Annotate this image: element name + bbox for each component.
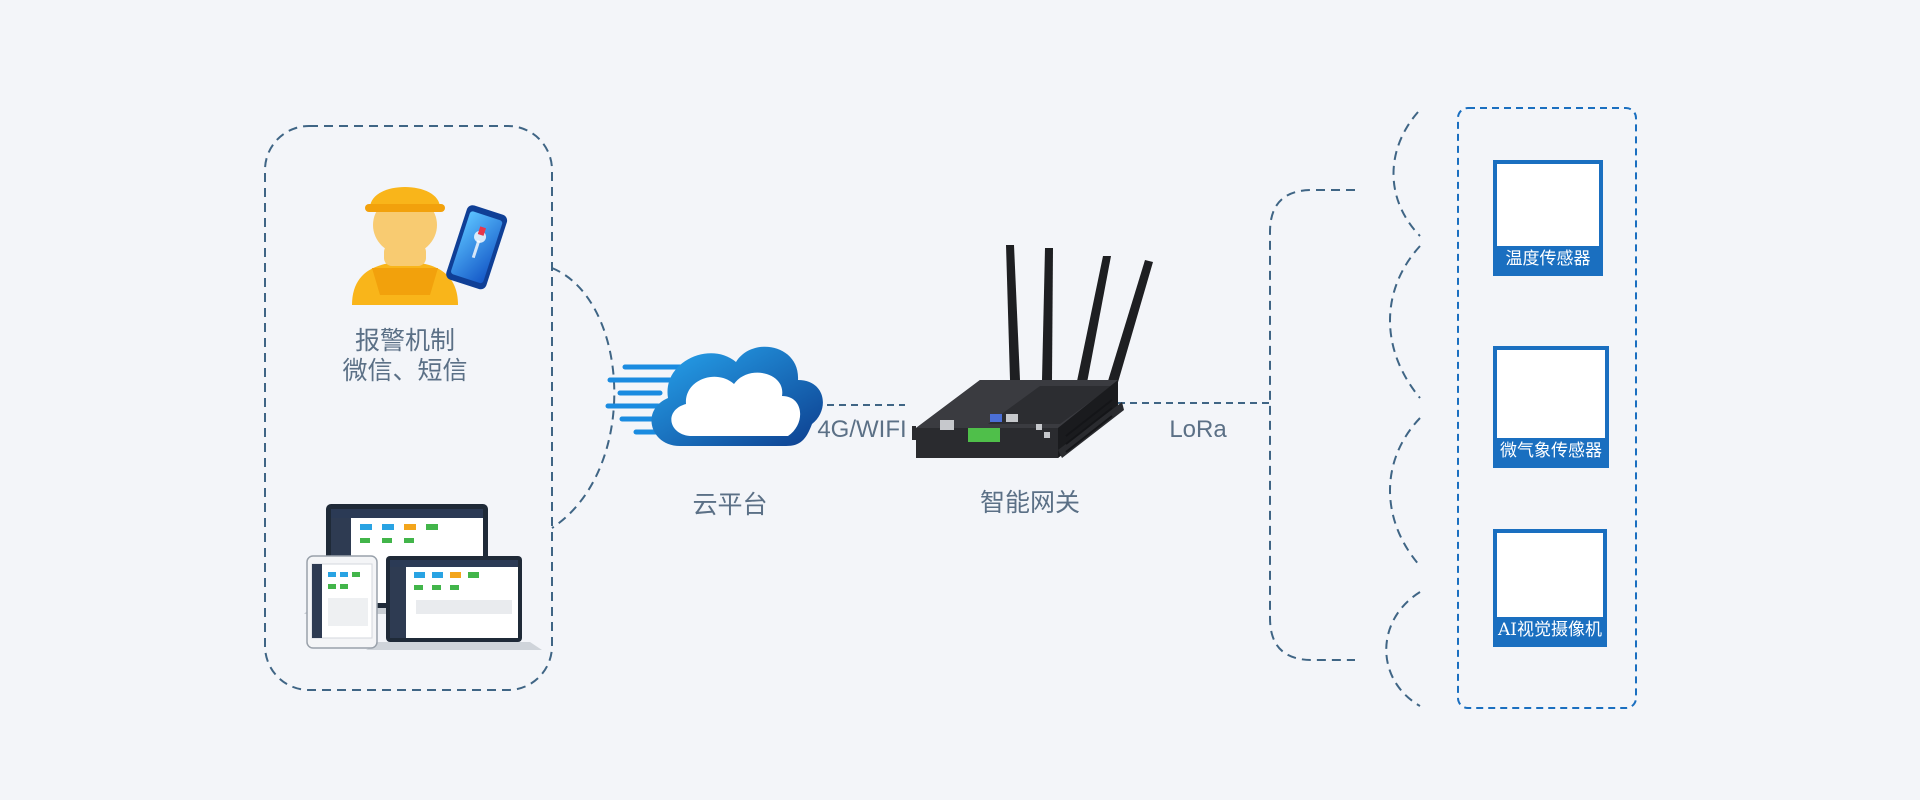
sensor-label-camera: AI视觉摄像机	[1497, 617, 1603, 643]
client-cloud-connector	[551, 267, 616, 529]
monitoring-devices-icon	[304, 504, 542, 650]
lan-link-label: LoRa	[1169, 416, 1227, 443]
sensor-arcs	[1385, 111, 1421, 707]
sensor-card-temperature: 温度传感器	[1493, 160, 1603, 276]
sensor-label-temperature: 温度传感器	[1497, 246, 1599, 272]
lora-bracket	[1269, 189, 1355, 661]
sensor-label-weather: 微气象传感器	[1497, 438, 1605, 464]
wan-link-label: 4G/WIFI	[817, 416, 907, 443]
sensor-group-border	[1457, 107, 1637, 709]
gateway-label: 智能网关	[979, 489, 1080, 517]
worker-icon	[352, 187, 458, 305]
gateway-device-icon	[912, 245, 1153, 458]
alarm-channels: 微信、短信	[342, 357, 468, 385]
sensor-card-camera: AI视觉摄像机	[1493, 529, 1607, 647]
sensor-card-weather: 微气象传感器	[1493, 346, 1609, 468]
cloud-icon	[605, 346, 823, 446]
alarm-title: 报警机制	[354, 327, 455, 355]
smartphone-icon	[446, 205, 508, 290]
cloud-label: 云平台	[692, 491, 768, 519]
